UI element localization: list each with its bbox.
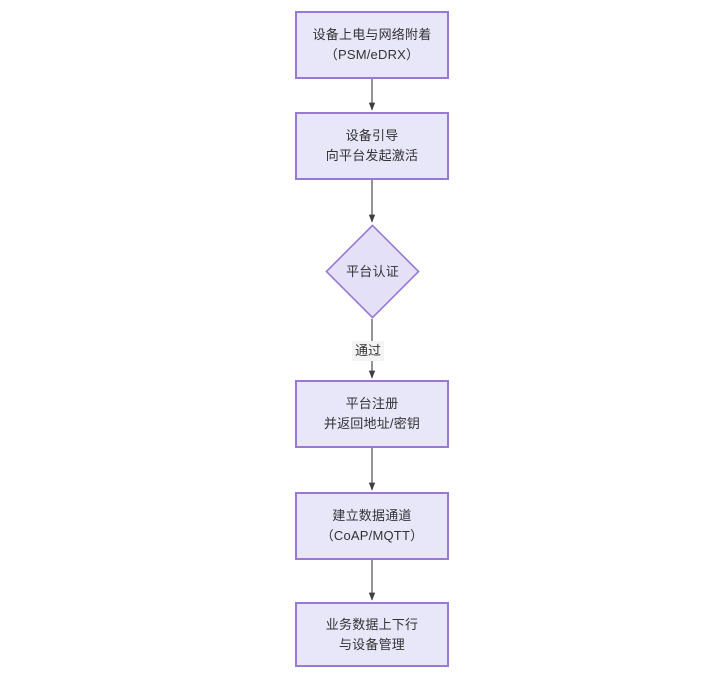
flow-node-data-channel[interactable]: 建立数据通道 （CoAP/MQTT） bbox=[295, 492, 449, 560]
flow-node-platform-auth[interactable]: 平台认证 bbox=[325, 224, 420, 319]
flow-node-bootstrap[interactable]: 设备引导 向平台发起激活 bbox=[295, 112, 449, 180]
flow-node-business-data-line-1: 业务数据上下行 bbox=[325, 616, 419, 632]
flow-node-business-data[interactable]: 业务数据上下行 与设备管理 bbox=[295, 602, 449, 667]
flow-node-bootstrap-line-1: 设备引导 bbox=[345, 128, 399, 143]
flow-node-platform-register-line-2: 并返回地址/密钥 bbox=[323, 416, 421, 431]
flow-node-power-on-line-1: 设备上电与网络附着 bbox=[312, 27, 432, 42]
flow-node-business-data-line-2: 与设备管理 bbox=[338, 636, 405, 652]
flow-node-data-channel-line-1: 建立数据通道 bbox=[332, 508, 412, 523]
edge-label-pass: 通过 bbox=[352, 341, 385, 361]
flow-node-platform-register-line-1: 平台注册 bbox=[345, 396, 399, 411]
flow-node-power-on[interactable]: 设备上电与网络附着 （PSM/eDRX） bbox=[295, 11, 449, 79]
flow-node-platform-auth-label: 平台认证 bbox=[346, 263, 399, 279]
flow-node-data-channel-line-2: （CoAP/MQTT） bbox=[320, 528, 424, 543]
diamond-shape bbox=[325, 224, 420, 319]
flow-node-power-on-line-2: （PSM/eDRX） bbox=[324, 47, 420, 62]
flow-node-bootstrap-line-2: 向平台发起激活 bbox=[325, 148, 419, 163]
flow-node-platform-register[interactable]: 平台注册 并返回地址/密钥 bbox=[295, 380, 449, 448]
